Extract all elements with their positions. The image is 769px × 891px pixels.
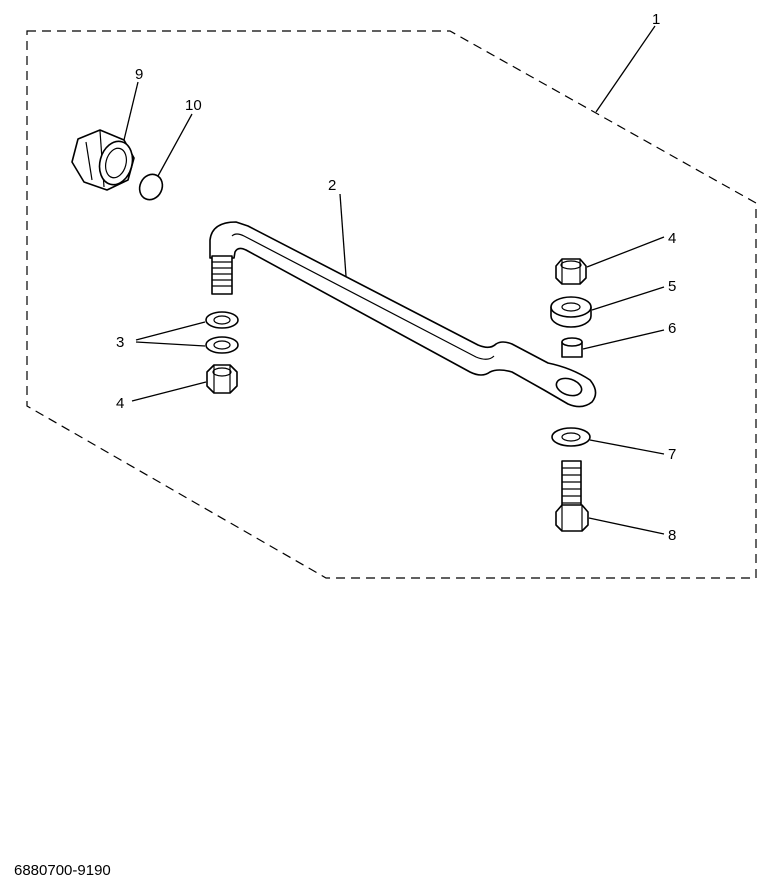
part-7-washer <box>551 427 591 447</box>
assembly-boundary <box>26 30 757 579</box>
part-6-bushing <box>561 337 583 358</box>
callout-8: 8 <box>668 527 676 544</box>
part-4-nut-right <box>555 258 587 285</box>
drawing-code: 6880700-9190 <box>14 862 111 879</box>
part-9-fitting <box>71 129 135 191</box>
part-2-link-rod <box>209 221 597 408</box>
part-5-washer <box>550 296 592 328</box>
callout-7: 7 <box>668 446 676 463</box>
leader-lines <box>123 25 665 535</box>
callout-3: 3 <box>116 334 124 351</box>
callout-4-right: 4 <box>668 230 676 247</box>
callout-10: 10 <box>185 97 202 114</box>
part-10-o-ring <box>138 173 164 201</box>
callout-9: 9 <box>135 66 143 83</box>
part-3-washer-lower <box>205 336 239 354</box>
callout-5: 5 <box>668 278 676 295</box>
callout-6: 6 <box>668 320 676 337</box>
callout-1: 1 <box>652 11 660 28</box>
part-8-bolt <box>555 460 589 532</box>
callout-4-left: 4 <box>116 395 124 412</box>
part-4-nut-left <box>206 364 238 394</box>
callout-2: 2 <box>328 177 336 194</box>
part-3-washer-upper <box>205 311 239 329</box>
